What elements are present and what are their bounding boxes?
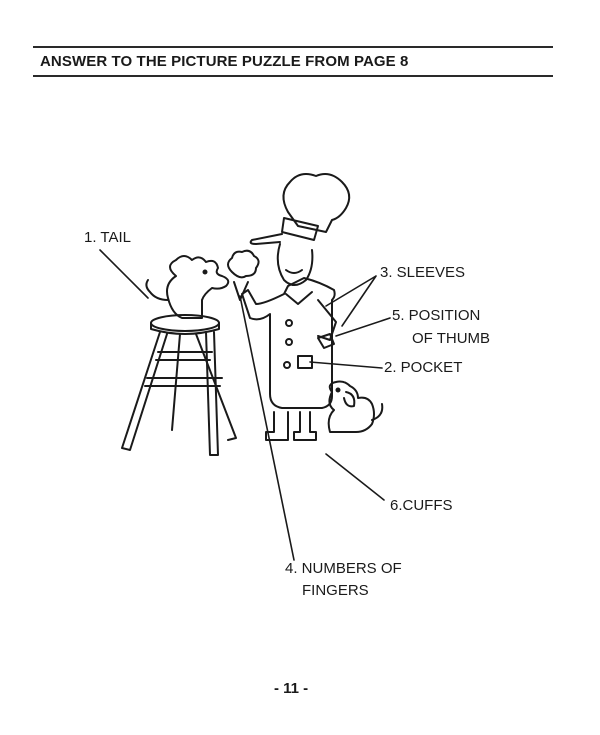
fingers-pointer [239,295,295,561]
page-number: - 11 - [274,680,309,697]
ice-cream-cone [227,249,260,301]
cuffs-pointer [325,453,385,501]
label-fingers-line1: 4. NUMBERS OF [285,560,402,577]
page-title: ANSWER TO THE PICTURE PUZZLE FROM PAGE 8 [40,53,409,70]
header-bottom-rule [33,75,553,77]
thumb-pointer [335,317,391,337]
chef [241,173,351,441]
leader-lines [99,249,391,561]
label-fingers-line2: FINGERS [302,582,369,599]
label-thumb-line2: OF THUMB [412,330,491,347]
pocket-pointer [309,361,383,369]
header-top-rule [33,46,553,48]
label-tail: 1. TAIL [84,229,131,246]
small-dog [327,380,384,433]
label-thumb-line1: 5. POSITION [392,307,481,324]
tail-pointer [99,249,149,299]
dog-on-stool [145,255,230,319]
stool [121,314,237,456]
label-pocket: 2. POCKET [384,359,463,376]
label-sleeves: 3. SLEEVES [380,264,466,281]
label-cuffs: 6.CUFFS [390,497,453,514]
sleeves-pointer [325,275,377,327]
